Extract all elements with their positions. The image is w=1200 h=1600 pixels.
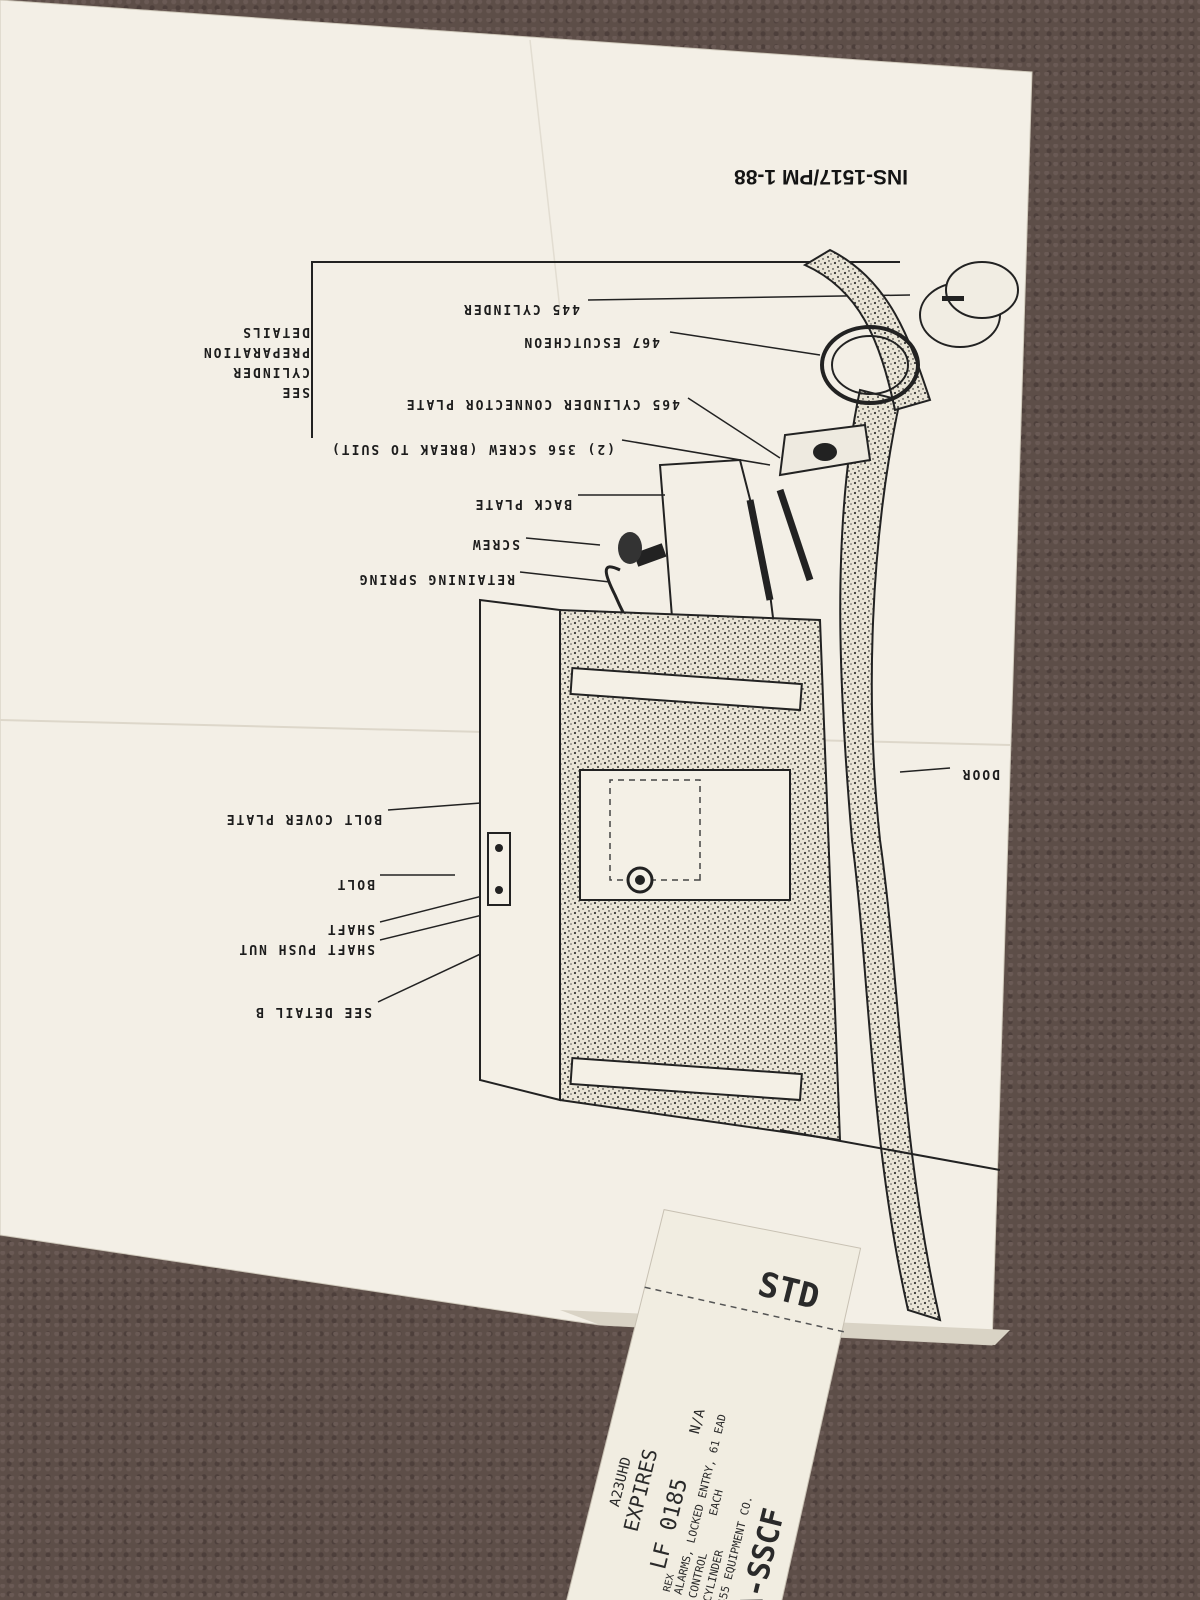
label-bolt: BOLT: [336, 876, 375, 891]
cylinder-445: [802, 248, 1019, 412]
label-door: DOOR: [961, 766, 1000, 781]
rail-lower: [569, 1056, 803, 1102]
door-edge: [839, 388, 942, 1322]
bolt: [487, 832, 511, 906]
label-bolt-cover-plate: BOLT COVER PLATE: [225, 811, 382, 826]
label-467-escutcheon: 467 ESCUTCHEON: [522, 334, 660, 349]
see-bracket: [311, 261, 900, 438]
bolt-cover-plate: [579, 769, 791, 901]
label-back-plate: BACK PLATE: [474, 496, 572, 511]
screw: [618, 532, 667, 567]
exploded-diagram: INS-1517/PM 1-88 SEE CYLINDER PREPARATIO…: [202, 165, 1019, 1322]
leader-screw-pair: [621, 439, 771, 466]
leader-connector-plate: [687, 397, 781, 459]
door-outline: [779, 1129, 1001, 1171]
label-shaft-push-nut: SHAFT PUSH NUT: [237, 941, 375, 956]
label-screw: SCREW: [471, 536, 520, 551]
tag-each: EACH: [707, 1488, 726, 1517]
tag-rex: REX: [662, 1573, 677, 1593]
see-note-line-4: DETAILS: [241, 324, 310, 339]
escutcheon-467: [820, 325, 920, 405]
document-code: INS-1517/PM 1-88: [734, 165, 908, 188]
label-shaft: SHAFT: [326, 921, 375, 936]
leader-retaining-spring: [519, 571, 611, 583]
see-note-line-3: PREPARATION: [202, 344, 310, 359]
leader-door: [899, 767, 951, 773]
leader-screw: [525, 537, 601, 546]
label-465-connector-plate: 465 CYLINDER CONNECTOR PLATE: [405, 396, 680, 411]
back-plate: [658, 458, 777, 657]
leader-escutcheon: [669, 331, 821, 356]
lock-body: [479, 598, 842, 1142]
rail-upper: [569, 666, 803, 712]
connector-plate-465: [778, 423, 872, 477]
escutcheon-inner: [831, 335, 909, 395]
label-356-screw: (2) 356 SCREW (BREAK TO SUIT): [330, 441, 615, 456]
label-see-detail-b: SEE DETAIL B: [254, 1004, 372, 1019]
label-445-cylinder: 445 CYLINDER: [462, 301, 580, 316]
tag-na: N/A: [687, 1407, 709, 1436]
see-note-line-1: SEE: [281, 384, 310, 399]
fold-line-vertical: [529, 39, 561, 311]
see-note-line-2: CYLINDER: [231, 364, 310, 379]
price-tag: STD EA-SSCF 455 EQUIPMENT CO. CYLINDER C…: [564, 1209, 862, 1600]
label-retaining-spring: RETAINING SPRING: [358, 571, 515, 586]
